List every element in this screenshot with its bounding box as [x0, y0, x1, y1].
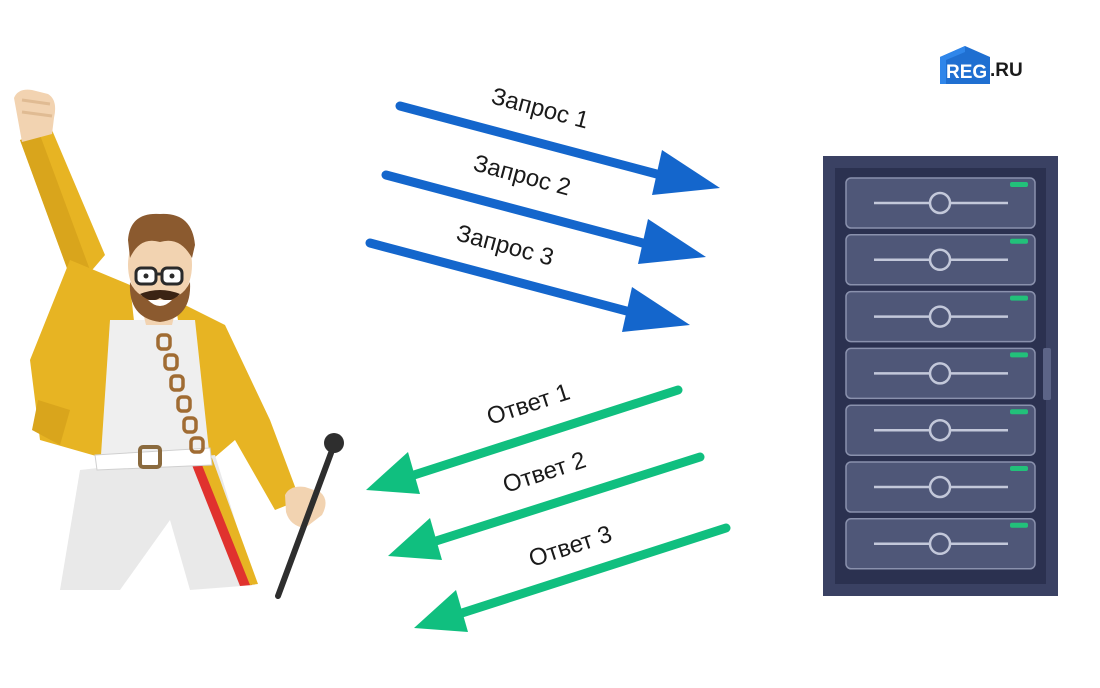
server-unit — [845, 290, 1036, 343]
server-rack-icon — [823, 156, 1058, 596]
request-label-1: Запрос 1 — [488, 83, 591, 135]
server-led — [1010, 409, 1028, 415]
response-arrow-1 — [366, 385, 683, 494]
server-unit — [845, 404, 1036, 456]
server-led — [1010, 238, 1028, 244]
server-led — [1010, 522, 1028, 528]
server-unit — [845, 347, 1036, 400]
response-label-1: Ответ 1 — [484, 379, 574, 431]
server-unit — [845, 461, 1036, 513]
server-unit — [845, 177, 1036, 229]
logo-suffix: .RU — [990, 60, 1023, 81]
request-label-3: Запрос 3 — [453, 220, 556, 272]
server-led — [1010, 295, 1028, 301]
response-label-2: Ответ 2 — [500, 447, 590, 499]
person-singer-icon — [14, 89, 326, 590]
response-arrow-2 — [388, 452, 705, 560]
request-arrow-1 — [395, 101, 720, 195]
server-led — [1010, 466, 1028, 471]
request-label-2: Запрос 2 — [470, 150, 573, 202]
request-arrow-3 — [365, 238, 690, 332]
reg-ru-logo: REG .RU — [940, 46, 1023, 84]
server-unit — [845, 518, 1036, 570]
microphone-icon — [275, 433, 344, 599]
server-led — [1010, 182, 1028, 187]
server-unit — [845, 234, 1036, 286]
response-arrow-3 — [414, 523, 731, 632]
server-led — [1010, 352, 1028, 358]
logo-brand: REG — [946, 62, 987, 83]
request-arrow-2 — [381, 170, 706, 264]
